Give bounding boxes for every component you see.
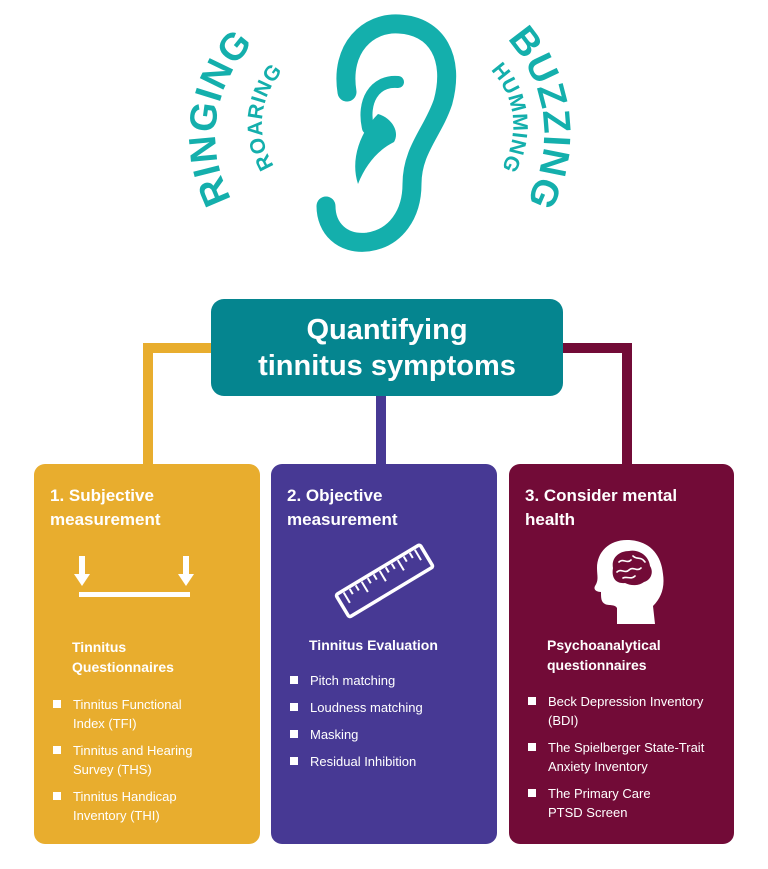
- card-title: 1. Subjective measurement: [50, 486, 161, 529]
- card-subjective-measurement: 1. Subjective measurement Tinnitus Quest…: [34, 464, 260, 844]
- list-item: The Primary Care PTSD Screen: [528, 784, 728, 822]
- card-item-list: Pitch matching Loudness matching Masking…: [290, 671, 490, 771]
- card-subheading: Psychoanalytical questionnaires: [547, 637, 661, 673]
- card-item-list: Beck Depression Inventory (BDI) The Spie…: [528, 692, 728, 822]
- bullet-square-icon: [290, 676, 298, 684]
- card-consider-mental-health: 3. Consider mental health Psychoanalytic…: [509, 464, 734, 844]
- list-item: Residual Inhibition: [290, 752, 490, 771]
- bullet-square-icon: [528, 743, 536, 751]
- bullet-square-icon: [53, 746, 61, 754]
- head-brain-icon: [594, 540, 664, 624]
- card-subheading: Tinnitus Questionnaires: [72, 639, 174, 675]
- list-item: Loudness matching: [290, 698, 490, 717]
- central-title-line-1: Quantifying: [306, 313, 468, 346]
- bullet-square-icon: [290, 703, 298, 711]
- bullet-square-icon: [528, 789, 536, 797]
- card-subheading: Tinnitus Evaluation: [309, 637, 438, 653]
- bullet-square-icon: [53, 700, 61, 708]
- list-item: Tinnitus Handicap Inventory (THI): [53, 787, 253, 825]
- connector-mental-health: [560, 343, 632, 466]
- central-title-box: Quantifying tinnitus symptoms: [211, 299, 563, 396]
- ear-icon: [316, 14, 457, 252]
- bullet-square-icon: [53, 792, 61, 800]
- ear-inner-icon: [355, 114, 397, 184]
- measurement-scale-arrows-icon: [74, 556, 194, 597]
- list-item: Pitch matching: [290, 671, 490, 690]
- bullet-square-icon: [528, 697, 536, 705]
- card-title: 3. Consider mental health: [525, 486, 678, 529]
- ear-illustration: RINGING ROARING BUZZING HUMMING: [182, 14, 577, 252]
- list-item: The Spielberger State-Trait Anxiety Inve…: [528, 738, 728, 776]
- list-item: Masking: [290, 725, 490, 744]
- connector-subjective: [143, 343, 214, 466]
- bullet-square-icon: [290, 730, 298, 738]
- card-objective-measurement: 2. Objective measurement Tinnitu: [271, 464, 497, 844]
- central-title-line-2: tinnitus symptoms: [258, 349, 516, 382]
- list-item: Beck Depression Inventory (BDI): [528, 692, 728, 730]
- bullet-square-icon: [290, 757, 298, 765]
- card-item-list: Tinnitus Functional Index (TFI) Tinnitus…: [53, 695, 253, 825]
- list-item: Tinnitus Functional Index (TFI): [53, 695, 253, 733]
- card-title: 2. Objective measurement: [287, 486, 398, 529]
- list-item: Tinnitus and Hearing Survey (THS): [53, 741, 253, 779]
- ruler-icon: [334, 543, 435, 619]
